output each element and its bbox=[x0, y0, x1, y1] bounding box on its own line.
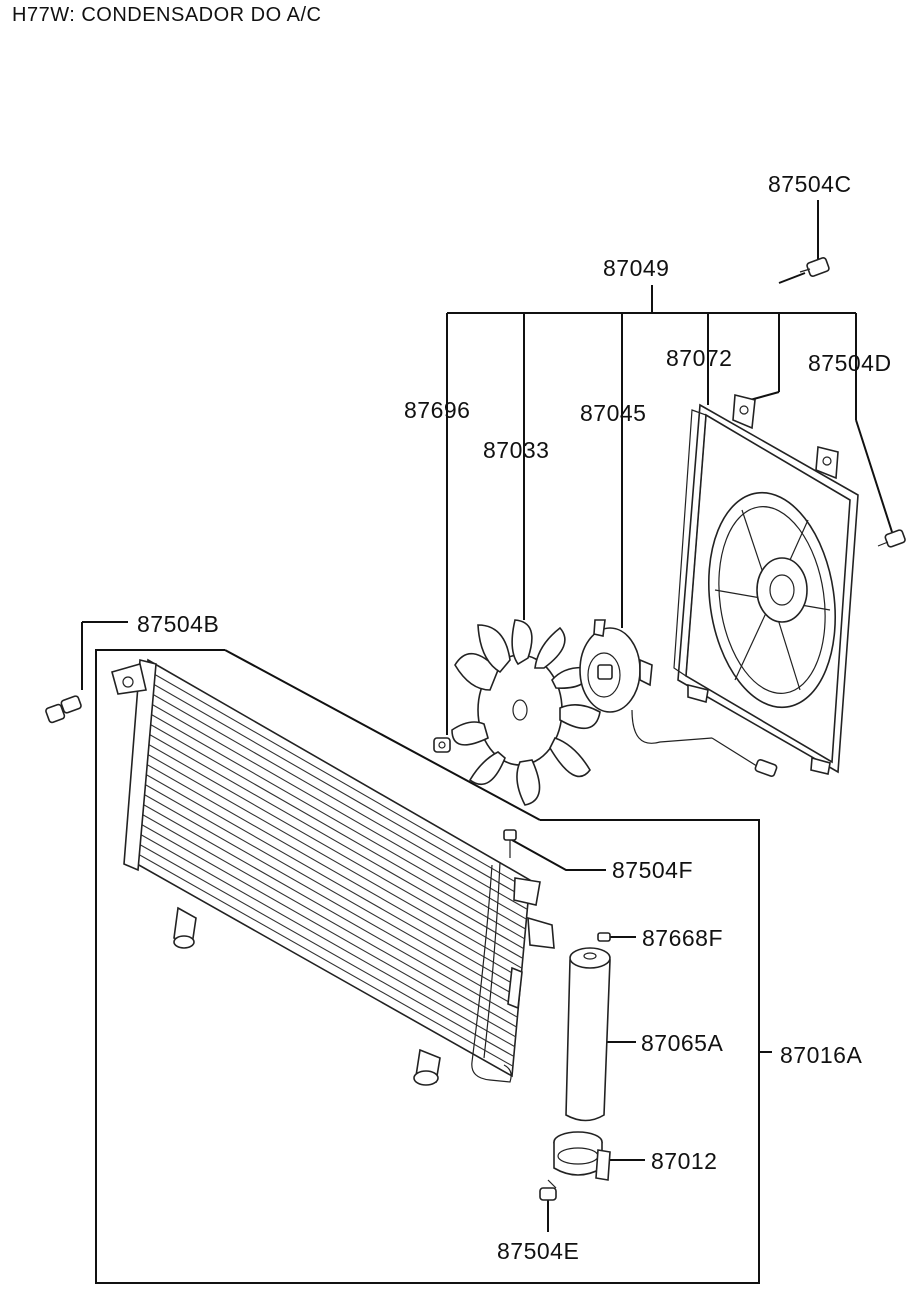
label-87696: 87696 bbox=[404, 397, 470, 423]
label-87049: 87049 bbox=[603, 255, 669, 281]
label-87045: 87045 bbox=[580, 400, 646, 426]
condenser-fin bbox=[139, 749, 523, 969]
label-87668F: 87668F bbox=[642, 925, 723, 951]
label-87504D: 87504D bbox=[808, 350, 892, 376]
condenser-fin bbox=[141, 729, 524, 950]
fan-motor bbox=[579, 619, 778, 778]
condenser-fin bbox=[140, 739, 524, 959]
bolt-87504C bbox=[799, 257, 830, 277]
condenser-fin bbox=[131, 839, 515, 1057]
condenser-fin bbox=[136, 789, 519, 1008]
condenser-fin bbox=[133, 819, 516, 1038]
label-87033: 87033 bbox=[483, 437, 549, 463]
label-87504B: 87504B bbox=[137, 611, 219, 637]
page-title: H77W: CONDENSADOR DO A/C bbox=[12, 4, 322, 26]
label-87016A: 87016A bbox=[780, 1042, 862, 1068]
nut-87696 bbox=[433, 737, 451, 753]
label-87504E: 87504E bbox=[497, 1238, 579, 1264]
condenser-fin bbox=[144, 699, 527, 920]
bolt-87504F bbox=[503, 829, 517, 858]
condenser-fin bbox=[146, 669, 530, 891]
condenser-fin bbox=[142, 719, 525, 940]
condenser-fin bbox=[137, 769, 521, 989]
drier-bracket bbox=[553, 1131, 611, 1181]
bolt-87504E bbox=[539, 1179, 557, 1201]
condenser-fin bbox=[145, 679, 529, 901]
receiver-drier bbox=[565, 947, 611, 1122]
bolt-87504D bbox=[877, 529, 906, 548]
fan-shroud bbox=[673, 393, 859, 775]
condenser-fin bbox=[132, 829, 515, 1048]
label-87065A: 87065A bbox=[641, 1030, 723, 1056]
fan-blade bbox=[451, 619, 601, 806]
condenser-core bbox=[111, 658, 555, 1086]
label-87012: 87012 bbox=[651, 1148, 717, 1174]
plug-87668F bbox=[597, 932, 611, 942]
condenser-fin bbox=[134, 809, 517, 1028]
condenser-fin bbox=[136, 779, 520, 999]
condenser-fin bbox=[135, 799, 518, 1018]
label-87504F: 87504F bbox=[612, 857, 693, 883]
leader-lines bbox=[81, 200, 893, 1284]
label-87504C: 87504C bbox=[768, 171, 852, 197]
label-87072: 87072 bbox=[666, 345, 732, 371]
part-labels: 87504C 87049 87072 87504D 87696 87045 87… bbox=[137, 171, 892, 1264]
condenser-fin bbox=[138, 759, 522, 979]
condenser-fin bbox=[143, 709, 526, 930]
bolt-87504B bbox=[45, 695, 82, 724]
condenser-fin bbox=[130, 849, 514, 1067]
condenser-fin bbox=[145, 689, 528, 910]
